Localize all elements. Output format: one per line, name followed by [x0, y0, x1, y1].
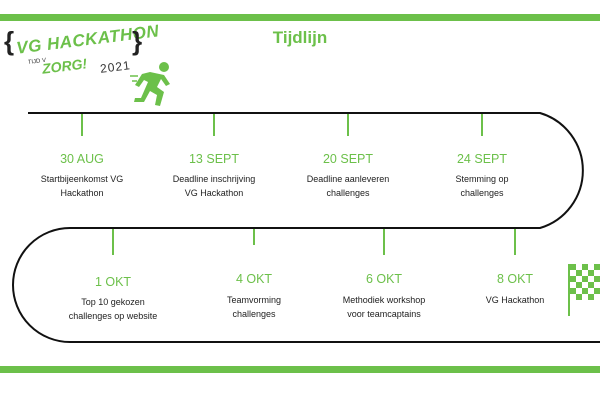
event-desc-line2: VG Hackathon	[184, 188, 244, 198]
checkered-flag-icon	[568, 264, 600, 316]
event-date: 20 SEPT	[322, 152, 374, 166]
runner-icon	[130, 62, 170, 106]
event-marker	[213, 114, 215, 136]
event-marker	[481, 114, 483, 136]
event-desc-line2: voor teamcaptains	[347, 309, 421, 319]
left-brace-icon: {	[4, 26, 15, 56]
top-accent-bar	[0, 14, 600, 21]
svg-text:TIJD VOOR: TIJD VOOR	[28, 56, 46, 66]
event-desc-line1: Methodiek workshop	[342, 295, 426, 305]
event-desc-line2: challenges	[326, 188, 370, 198]
event-marker	[112, 229, 114, 255]
event-marker	[347, 114, 349, 136]
event-desc-line2: challenges	[232, 309, 276, 319]
event-date: 4 OKT	[235, 272, 273, 286]
event-desc-line1: Teamvorming	[226, 295, 282, 305]
event-date: 13 SEPT	[188, 152, 240, 166]
event-marker	[383, 229, 385, 255]
event-desc-line1: Deadline inschrijving	[172, 174, 256, 184]
logo-tagline-prefix: TIJD VOOR	[28, 56, 46, 66]
event-date: 24 SEPT	[456, 152, 508, 166]
hackathon-logo: { VG HACKATHON } TIJD VOOR ZORG! 2021	[4, 21, 160, 86]
bottom-accent-bar	[0, 366, 600, 373]
event-marker	[514, 229, 516, 255]
event-date: 1 OKT	[94, 275, 132, 289]
event-desc-line1: Startbijeenkomst VG	[40, 174, 124, 184]
event-desc-line1: Top 10 gekozen	[81, 297, 145, 307]
event-desc-line2: challenges op website	[68, 311, 158, 321]
event-desc-line1: Stemming op	[455, 174, 509, 184]
event-desc-line1: Deadline aanleveren	[306, 174, 390, 184]
event-desc-line2: Hackathon	[60, 188, 104, 198]
event-marker	[253, 229, 255, 245]
event-marker	[81, 114, 83, 136]
event-date: 30 AUG	[60, 152, 104, 166]
page-title: Tijdlijn	[272, 28, 328, 47]
right-brace-icon: }	[132, 26, 143, 56]
event-date: 6 OKT	[365, 272, 403, 286]
event-date: 8 OKT	[496, 272, 534, 286]
event-desc-line2: challenges	[460, 188, 504, 198]
event-desc-line1: VG Hackathon	[485, 295, 545, 305]
